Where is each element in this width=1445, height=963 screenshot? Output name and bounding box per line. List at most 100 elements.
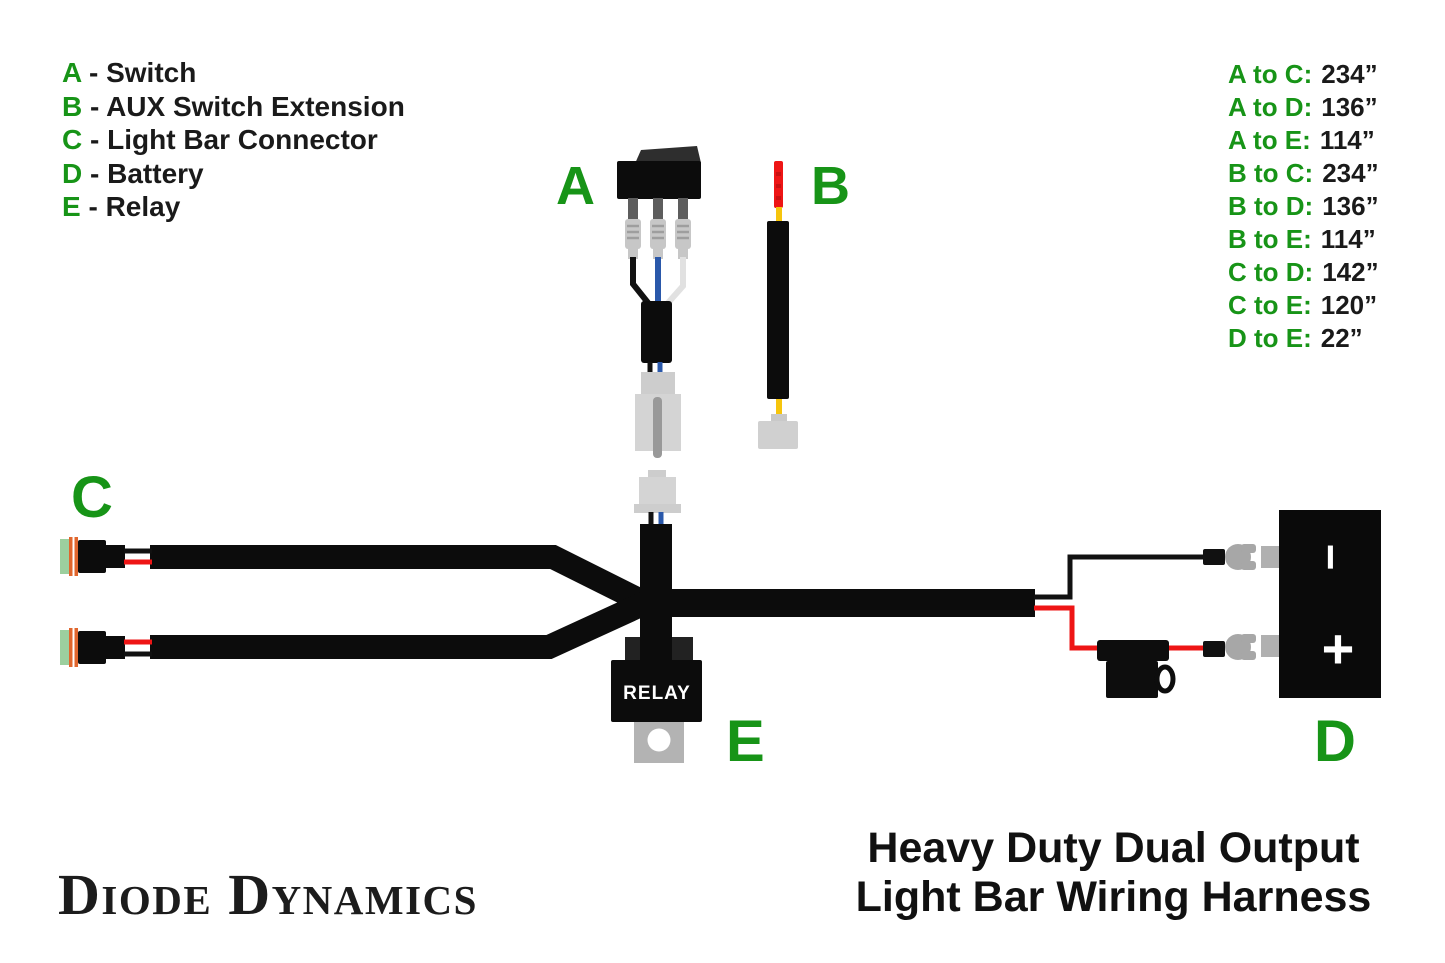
legend-key: C bbox=[62, 124, 83, 156]
seal-cap-green bbox=[60, 630, 69, 665]
legend-separator: - bbox=[81, 57, 107, 88]
red-wire-stripe bbox=[776, 172, 781, 176]
legend-item-switch: A - Switch bbox=[62, 56, 405, 90]
measurement-value: 142” bbox=[1322, 257, 1379, 287]
white-wire bbox=[664, 257, 686, 306]
legend-separator: - bbox=[82, 124, 108, 156]
seal-ring-orange bbox=[74, 628, 78, 667]
legend-separator: - bbox=[80, 191, 106, 223]
switch-prong bbox=[678, 198, 688, 219]
product-title-line1: Heavy Duty Dual Output bbox=[867, 824, 1360, 872]
fork-terminal-negative bbox=[1225, 544, 1256, 570]
red-wire-stripe bbox=[776, 196, 781, 200]
measurement-value: 120” bbox=[1320, 290, 1378, 320]
seal-ring-orange bbox=[69, 537, 73, 576]
light-bar-connector-lower bbox=[60, 628, 152, 667]
yellow-wire bbox=[776, 207, 782, 223]
relay-body bbox=[611, 660, 702, 722]
relay-assembly: RELAY bbox=[611, 660, 702, 763]
label-switch: A bbox=[556, 156, 595, 216]
measurement-label: B to E: bbox=[1228, 224, 1312, 254]
battery-body bbox=[1279, 510, 1381, 698]
ground-wire-black bbox=[1034, 554, 1204, 600]
brand-logo: Diode Dynamics bbox=[58, 862, 478, 927]
yellow-wire bbox=[776, 399, 782, 417]
legend-key: B bbox=[62, 90, 83, 122]
aux-connector bbox=[758, 414, 798, 449]
crimp-terminal bbox=[675, 219, 691, 259]
seal-ring-orange bbox=[74, 537, 78, 576]
measurement-label: C to D: bbox=[1228, 257, 1314, 287]
measurement-value: 22” bbox=[1320, 323, 1363, 353]
switch-body bbox=[617, 161, 701, 199]
connector-step bbox=[106, 636, 125, 659]
measurement-row: B to C: 234” bbox=[1228, 157, 1379, 190]
seal-ring-orange bbox=[69, 628, 73, 667]
male-connector bbox=[635, 372, 681, 458]
measurement-value: 114” bbox=[1320, 224, 1376, 254]
measurement-row: B to D: 136” bbox=[1228, 190, 1379, 223]
legend-key: D bbox=[62, 157, 83, 189]
legend-key: E bbox=[62, 191, 81, 223]
measurement-label: A to E: bbox=[1228, 125, 1311, 155]
measurement-label: B to D: bbox=[1228, 191, 1314, 221]
legend-item-battery: D - Battery bbox=[62, 157, 405, 191]
label-battery: D bbox=[1314, 709, 1356, 774]
battery-post bbox=[1261, 635, 1279, 657]
female-connector bbox=[634, 470, 681, 513]
legend-name: Battery bbox=[107, 157, 204, 189]
measurement-value: 136” bbox=[1321, 92, 1378, 122]
aux-extension-assembly bbox=[758, 161, 798, 449]
harness-trunk bbox=[640, 524, 672, 664]
fork-terminal-positive bbox=[1225, 634, 1256, 660]
product-title-line2: Light Bar Wiring Harness bbox=[855, 873, 1372, 921]
switch-prong bbox=[628, 198, 638, 219]
main-cable bbox=[640, 589, 1035, 617]
measurement-row: A to D: 136” bbox=[1228, 91, 1379, 124]
battery-positive-symbol: + bbox=[1322, 617, 1355, 680]
measurements-list: A to C:234” A to D:136” A to E:114” B to… bbox=[1228, 58, 1379, 355]
light-bar-connector-upper bbox=[60, 537, 152, 576]
fuse-holder bbox=[1097, 640, 1176, 698]
relay-mount-hole bbox=[647, 728, 671, 752]
measurement-row: A to C:234” bbox=[1228, 58, 1379, 91]
switch-assembly bbox=[617, 146, 701, 458]
measurement-label: C to E: bbox=[1228, 290, 1312, 320]
output-cable-upper bbox=[150, 545, 651, 614]
measurement-row: A to E: 114” bbox=[1228, 124, 1379, 157]
switch-prong bbox=[653, 198, 663, 219]
measurement-label: D to E: bbox=[1228, 323, 1312, 353]
legend-separator: - bbox=[82, 90, 107, 122]
label-relay: E bbox=[726, 709, 765, 774]
measurement-label: A to C: bbox=[1228, 59, 1313, 89]
crimp-terminal bbox=[625, 219, 641, 259]
connector-pin bbox=[653, 397, 662, 458]
measurement-value: 234” bbox=[1322, 158, 1379, 188]
measurement-label: B to C: bbox=[1228, 158, 1314, 188]
black-wire bbox=[630, 257, 652, 306]
legend-item-connector: C - Light Bar Connector bbox=[62, 123, 405, 157]
legend-name: Relay bbox=[105, 191, 181, 223]
crimp-sleeve bbox=[1203, 549, 1225, 565]
legend-name: Switch bbox=[106, 57, 197, 88]
connector-step bbox=[106, 545, 125, 568]
legend-name: AUX Switch Extension bbox=[106, 90, 405, 122]
measurement-value: 114” bbox=[1319, 125, 1375, 155]
crimp-sleeve bbox=[1203, 641, 1225, 657]
measurement-row: B to E: 114” bbox=[1228, 223, 1379, 256]
battery-circuit: − + bbox=[1034, 510, 1381, 698]
harness-cables bbox=[150, 470, 1035, 664]
relay-label: RELAY bbox=[623, 683, 691, 704]
product-title: Heavy Duty Dual Output Light Bar Wiring … bbox=[830, 824, 1397, 922]
measurement-value: 136” bbox=[1322, 191, 1379, 221]
measurement-label: A to D: bbox=[1228, 92, 1313, 122]
battery-negative-symbol: − bbox=[1305, 544, 1357, 571]
battery-post bbox=[1261, 546, 1279, 568]
legend-item-aux: B - AUX Switch Extension bbox=[62, 90, 405, 124]
output-cable-lower bbox=[150, 592, 650, 659]
legend: A - Switch B - AUX Switch Extension C - … bbox=[62, 56, 405, 224]
wire-sleeve bbox=[641, 301, 672, 363]
legend-item-relay: E - Relay bbox=[62, 190, 405, 224]
connector-body bbox=[78, 540, 106, 573]
